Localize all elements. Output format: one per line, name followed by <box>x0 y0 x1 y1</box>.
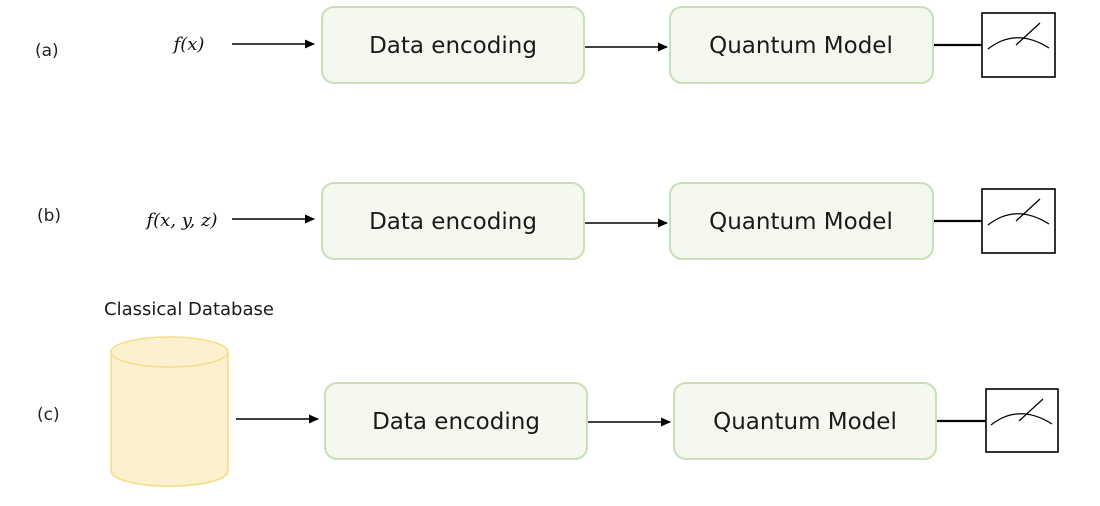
row-c: Classical Database (c) Data encoding Qua… <box>37 299 1059 487</box>
quantum-model-box-a: Quantum Model <box>669 6 934 84</box>
row-label-b: (b) <box>37 206 61 226</box>
quantum-model-label-c: Quantum Model <box>713 409 897 435</box>
database-cylinder-outline <box>110 352 229 487</box>
data-encoding-box-b: Data encoding <box>321 182 585 260</box>
data-encoding-box-a-rect <box>322 7 584 83</box>
input-function-b: f(x, y, z) <box>144 210 217 231</box>
quantum-model-box-b-border <box>669 182 934 260</box>
data-encoding-label-c: Data encoding <box>372 409 540 435</box>
row-a: (a) f(x) Data encoding Quantum Model <box>35 6 1056 84</box>
quantum-model-label-a: Quantum Model <box>709 33 893 59</box>
data-encoding-label-b: Data encoding <box>369 209 537 235</box>
data-encoding-box-a: Data encoding <box>321 6 585 84</box>
data-encoding-label-a: Data encoding <box>369 33 537 59</box>
row-label-c: (c) <box>37 405 60 425</box>
meter-arc-c <box>990 413 1053 426</box>
meter-arc-b <box>987 213 1050 226</box>
data-encoding-box-b-border <box>321 182 585 260</box>
data-encoding-box-b-rect <box>322 183 584 259</box>
data-encoding-box-c-rect <box>325 383 587 459</box>
meter-needle-c <box>1018 398 1044 422</box>
quantum-model-box-a-rect <box>670 7 933 83</box>
row-label-a: (a) <box>35 41 59 61</box>
quantum-model-box-c: Quantum Model <box>673 382 937 460</box>
quantum-model-box-a-border <box>669 6 934 84</box>
quantum-model-box-c-border <box>673 382 937 460</box>
meter-needle-b <box>1015 198 1041 222</box>
meter-arc-a <box>987 37 1050 50</box>
database-cylinder-body <box>111 352 228 487</box>
measurement-meter-icon <box>981 188 1056 254</box>
measurement-meter-icon <box>985 388 1059 453</box>
quantum-model-label-b: Quantum Model <box>709 209 893 235</box>
data-encoding-box-c: Data encoding <box>324 382 588 460</box>
data-encoding-box-a-border <box>321 6 585 84</box>
database-title: Classical Database <box>104 299 274 320</box>
data-encoding-box-c-border <box>324 382 588 460</box>
database-cylinder-top <box>111 337 228 367</box>
meter-needle-a <box>1015 22 1041 46</box>
database-cylinder-top-outline <box>110 336 229 368</box>
quantum-model-box-c-rect <box>674 383 936 459</box>
input-function-a: f(x) <box>172 34 205 55</box>
row-b: (b) f(x, y, z) Data encoding Quantum Mod… <box>37 182 1056 260</box>
quantum-model-box-b: Quantum Model <box>669 182 934 260</box>
quantum-model-box-b-rect <box>670 183 933 259</box>
measurement-meter-icon <box>981 12 1056 78</box>
database-cylinder-icon <box>110 336 229 487</box>
